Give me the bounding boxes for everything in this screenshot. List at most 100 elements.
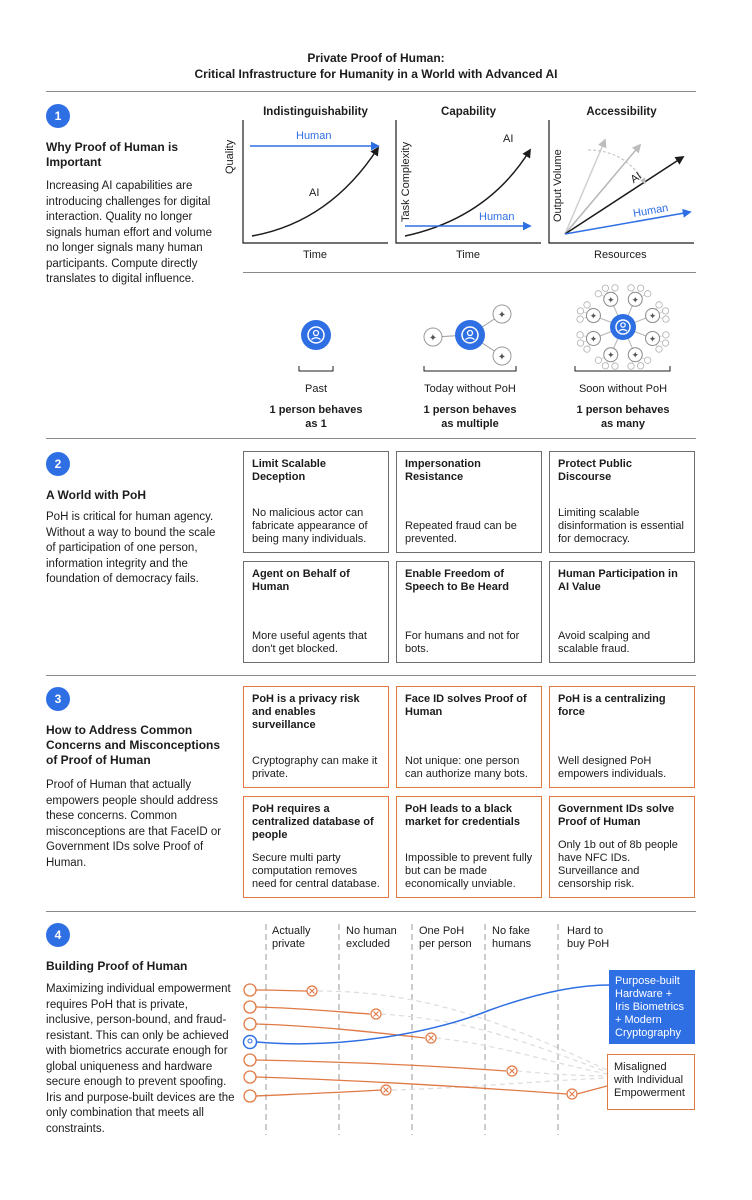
success-outcome-box: Purpose-built Hardware + Iris Biometrics…: [609, 970, 695, 1044]
bot-icon-small: [644, 290, 652, 298]
chart-1-series-ai: AI: [309, 187, 320, 199]
scenario-past-caption: Past 1 person behaves as 1: [265, 382, 367, 431]
section-4-body: Maximizing individual empowerment requir…: [46, 983, 235, 1135]
chart-1-xlabel: Time: [303, 249, 328, 261]
chart-3-axes: [548, 120, 694, 244]
bot-icon-small: [662, 315, 670, 323]
chart-3-xlabel: Resources: [594, 249, 647, 261]
bot-icon: [585, 330, 601, 346]
bot-icon-small: [594, 356, 602, 364]
chart-3-trend-arc: [587, 149, 646, 185]
bot-icon: [492, 304, 512, 324]
bot-icon-small: [644, 356, 652, 364]
bot-icon-small: [594, 290, 602, 298]
bot-icon-small: [576, 339, 585, 347]
bot-icon-small: [583, 345, 591, 353]
fail-icon: [380, 1084, 392, 1096]
bot-icon-small: [655, 301, 663, 309]
bot-icon-small: [627, 362, 635, 370]
chart-1-ai-line: [251, 146, 379, 237]
scenario-illustrations: ✦ ✦ ✦ ✦✦✦✦✦✦✦✦: [298, 284, 671, 372]
scenario-line-1: 1 person behaves: [269, 404, 363, 416]
card-title: PoH requires a centralized database of p…: [252, 803, 374, 841]
svg-text:✦: ✦: [631, 350, 639, 360]
chart-3-title: Accessibility: [586, 106, 657, 118]
chart-3-human-line: [564, 208, 692, 235]
fail-icon: [425, 1032, 437, 1044]
svg-text:✦: ✦: [631, 295, 639, 305]
chart-2-xlabel: Time: [456, 249, 481, 261]
chart-3: [548, 120, 694, 244]
failure-outcome-box: Misaligned with Individual Empowerment: [607, 1054, 695, 1110]
svg-text:✦: ✦: [590, 311, 598, 321]
card-title: Enable Freedom of Speech to Be Heard: [405, 568, 509, 593]
card-body: Avoid scalping and scalable fraud.: [558, 630, 651, 655]
divider: [46, 911, 696, 912]
section-2-number: 2: [46, 452, 70, 476]
bot-icon-small: [601, 362, 609, 370]
section-1-number: 1: [46, 104, 70, 128]
benefit-card: Human Participation in AI Value Avoid sc…: [549, 561, 695, 663]
card-body: For humans and not for bots.: [405, 630, 520, 655]
concern-card: PoH leads to a black market for credenti…: [396, 796, 542, 898]
scenario-label: Soon without PoH: [578, 383, 668, 395]
title-line-2: Critical Infrastructure for Humanity in …: [194, 67, 558, 81]
svg-text:✦: ✦: [649, 311, 657, 321]
start-node: [243, 983, 257, 997]
chart-1-series-human: Human: [296, 130, 332, 142]
svg-text:✦: ✦: [607, 350, 615, 360]
divider: [46, 91, 696, 92]
section-2-heading: A World with PoH: [46, 488, 146, 502]
svg-text:✦: ✦: [590, 334, 598, 344]
svg-text:✦: ✦: [429, 333, 437, 344]
concern-card: PoH is a centralizing force Well designe…: [549, 686, 695, 788]
scenario-line-2: as many: [600, 418, 646, 430]
svg-text:✦: ✦: [607, 295, 615, 305]
card-title: Agent on Behalf of Human: [252, 568, 350, 593]
scenario-today: ✦ ✦ ✦: [423, 304, 517, 372]
start-node: [243, 1000, 257, 1014]
card-body: More useful agents that don't get blocke…: [252, 630, 367, 655]
chart-3-faded-line-1: [564, 138, 607, 235]
benefit-card: Enable Freedom of Speech to Be Heard For…: [396, 561, 542, 663]
chart-1: [242, 120, 388, 244]
concern-card: Government IDs solve Proof of Human Only…: [549, 796, 695, 898]
card-title: PoH is a centralizing force: [558, 693, 666, 718]
section-4-heading: Building Proof of Human: [46, 959, 188, 973]
start-node: [243, 1089, 257, 1103]
chart-3-faded-line-2: [564, 143, 642, 235]
section-4-number: 4: [46, 923, 70, 947]
card-title: Face ID solves Proof of Human: [405, 693, 527, 718]
card-body: Well designed PoH empowers individuals.: [558, 755, 667, 780]
section-3-number: 3: [46, 687, 70, 711]
fail-markers: [306, 985, 578, 1100]
card-title: Limit Scalable Deception: [252, 458, 326, 483]
bot-icon: [645, 308, 661, 324]
card-title: Impersonation Resistance: [405, 458, 481, 483]
bot-icon-small: [576, 307, 585, 315]
scenario-label: Past: [304, 383, 327, 395]
scenario-today-caption: Today without PoH 1 person behaves as mu…: [410, 382, 530, 431]
fail-icon: [370, 1008, 382, 1020]
start-node: [243, 1070, 257, 1084]
svg-text:✦: ✦: [498, 310, 506, 321]
bot-icon-small: [661, 307, 670, 315]
scenario-line-1: 1 person behaves: [423, 404, 517, 416]
concern-card: Face ID solves Proof of Human Not unique…: [396, 686, 542, 788]
bot-icon-small: [611, 362, 619, 370]
bracket: [298, 366, 334, 372]
chart-2: [395, 120, 541, 244]
bot-icon: [423, 327, 443, 347]
chart-2-series-ai: AI: [503, 133, 514, 145]
card-body: Cryptography can make it private.: [252, 755, 378, 780]
card-title: PoH is a privacy risk and enables survei…: [252, 693, 360, 731]
section-2-body: PoH is critical for human agency. Withou…: [46, 511, 216, 585]
bracket: [423, 366, 517, 372]
divider: [46, 675, 696, 676]
faded-paths: [317, 990, 608, 1091]
bot-icon: [492, 346, 512, 366]
bot-icon: [585, 308, 601, 324]
title-line-1: Private Proof of Human:: [307, 51, 445, 65]
